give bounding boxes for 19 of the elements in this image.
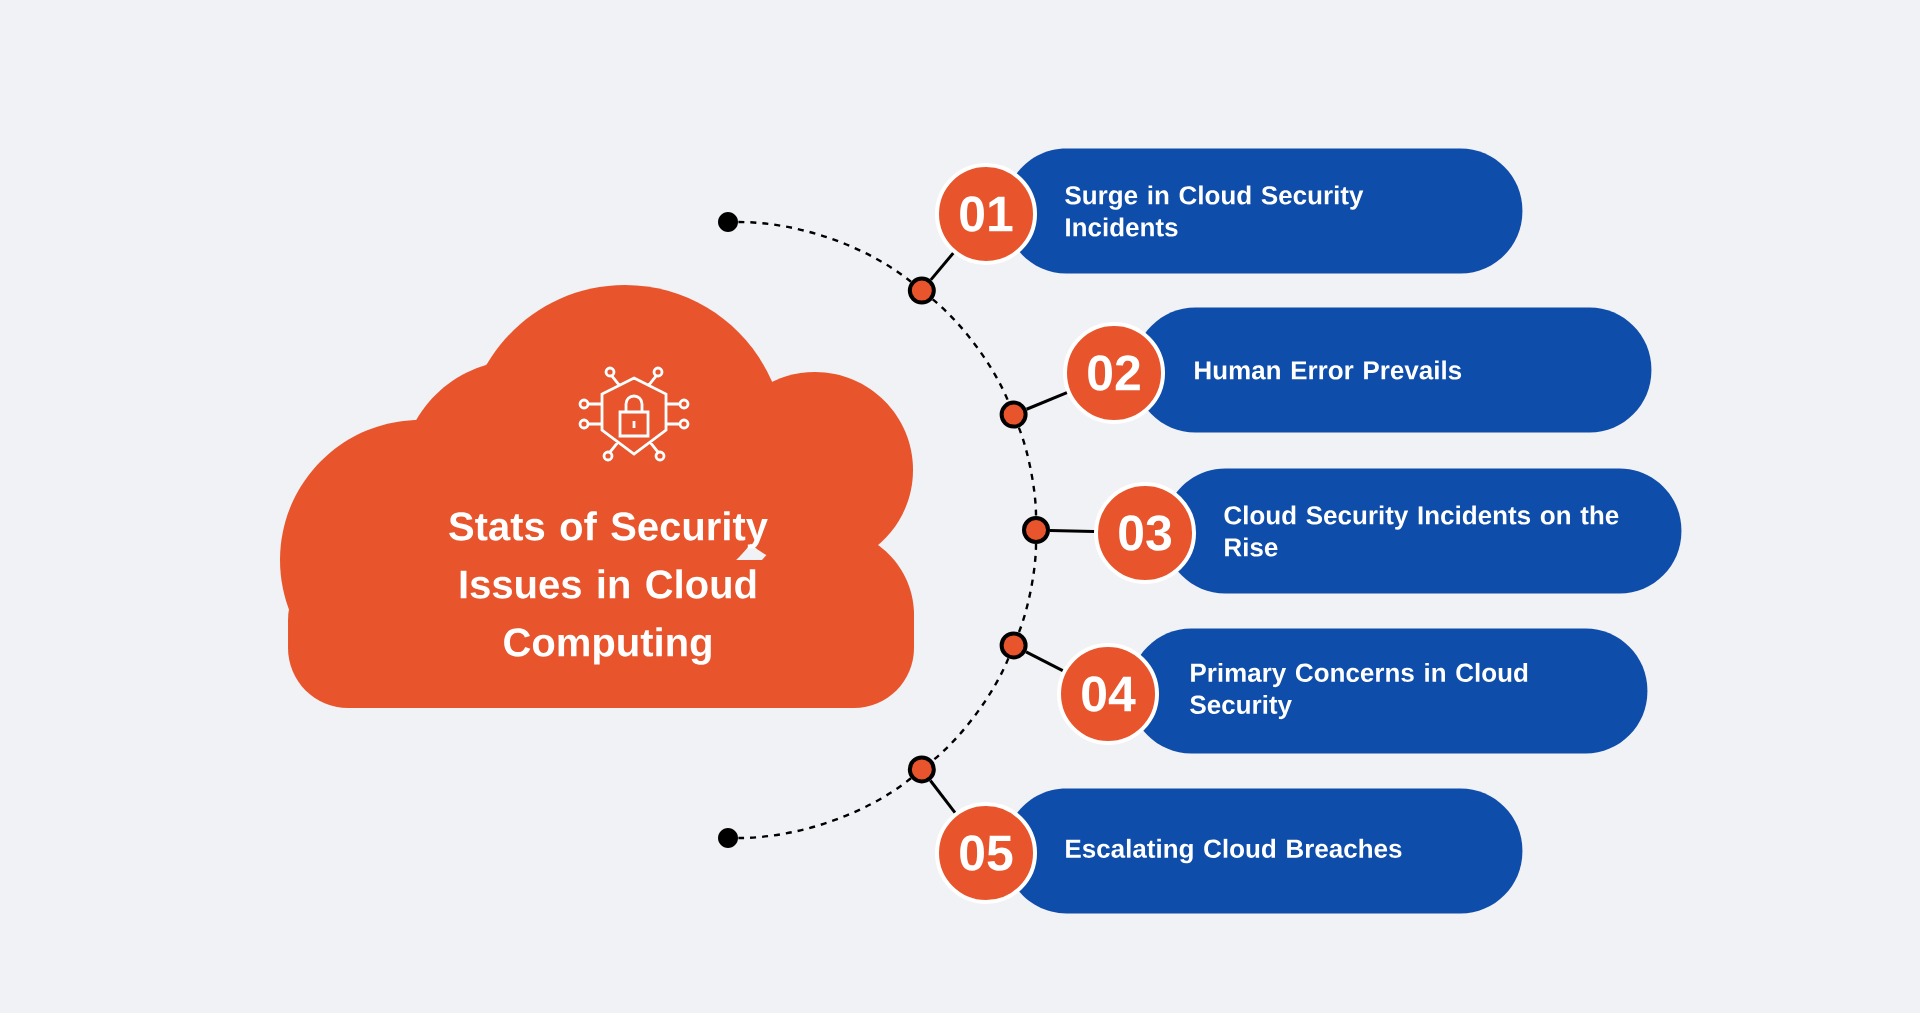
dashed-arc	[931, 298, 1010, 403]
title: Stats of Security Issues in Cloud Computing	[449, 511, 768, 665]
dashed-arc	[738, 777, 912, 840]
dashed-arc	[738, 220, 912, 283]
connector-line	[929, 779, 957, 814]
connector-line	[1025, 391, 1068, 411]
end-dot	[718, 212, 738, 232]
joint-dot	[907, 276, 936, 305]
joint-dot	[999, 631, 1028, 660]
connector-line	[1049, 528, 1095, 534]
connector-line	[1025, 650, 1064, 672]
dashed-arc	[931, 657, 1010, 762]
end-dot	[718, 828, 738, 848]
dashed-arc	[1017, 427, 1038, 517]
joint-dot	[907, 755, 936, 784]
joint-dot	[999, 400, 1028, 429]
dashed-arc	[1017, 544, 1038, 633]
joint-dot	[1022, 516, 1050, 544]
connector-line	[929, 252, 955, 281]
